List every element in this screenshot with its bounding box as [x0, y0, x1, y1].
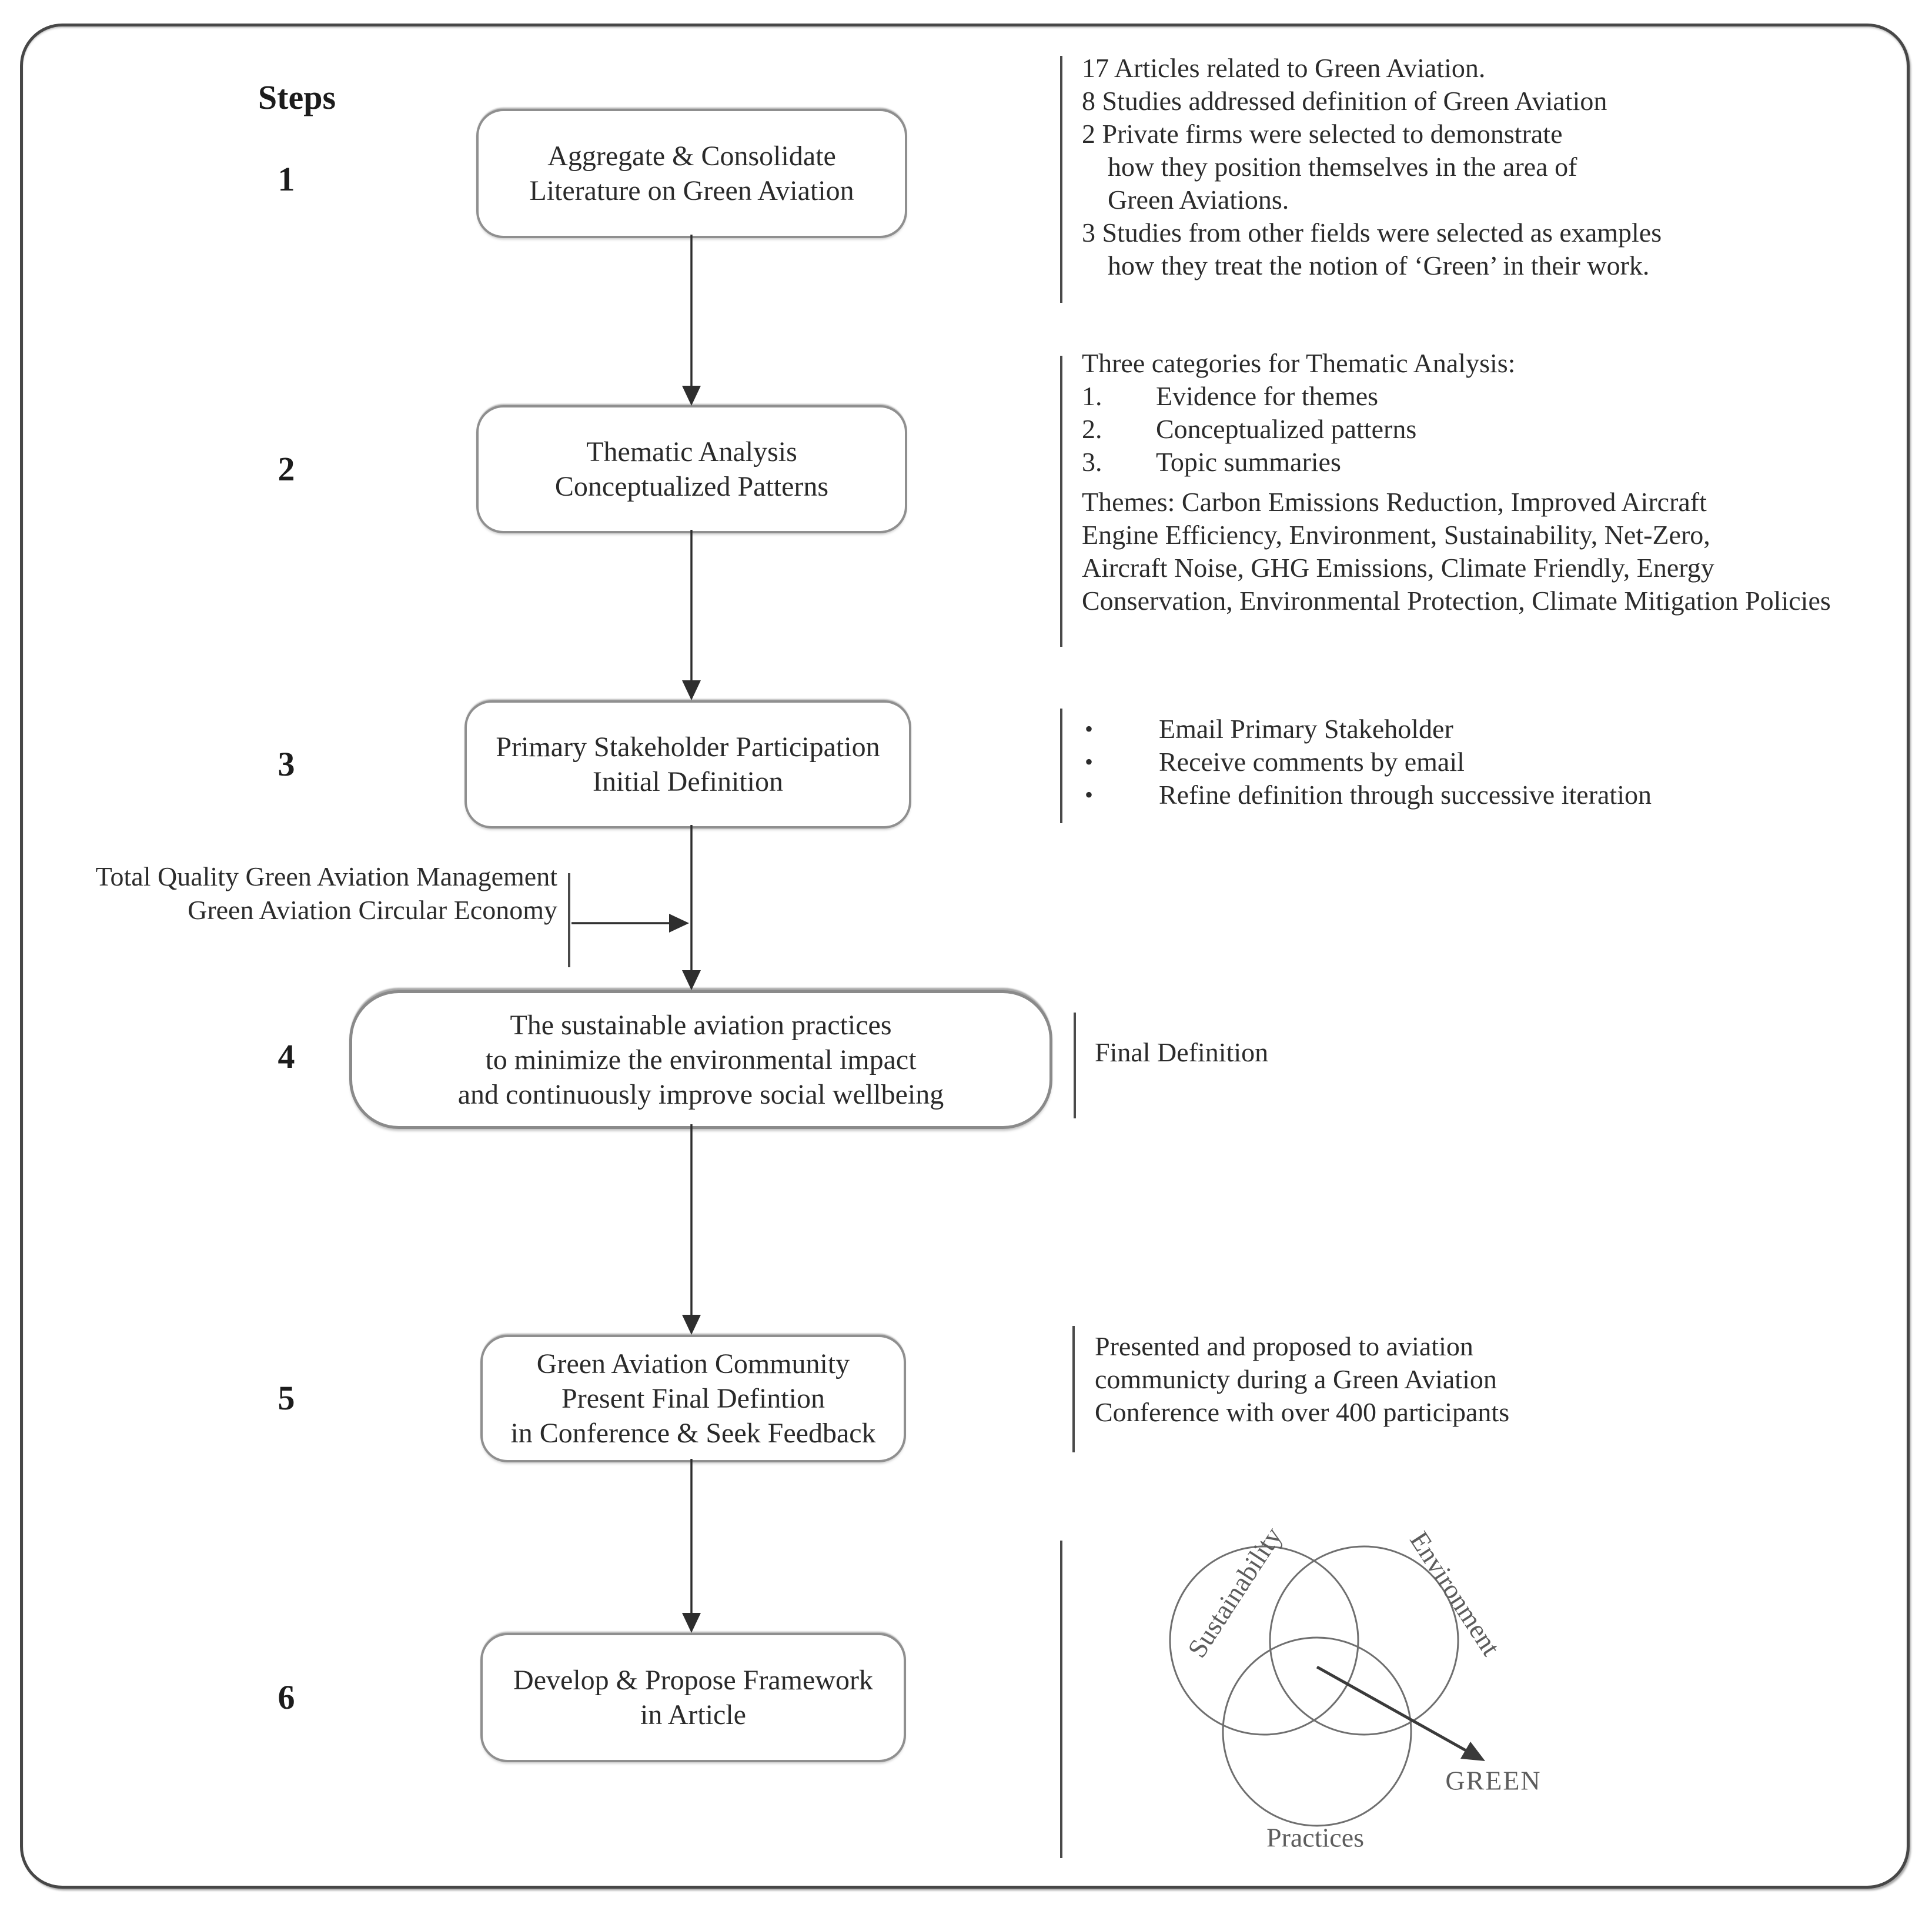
annotation-block-5: Presented and proposed to aviation commu…	[1095, 1330, 1859, 1429]
annotation-5-line: Conference with over 400 participants	[1095, 1397, 1510, 1427]
annotation-1-line: 17 Articles related to Green Aviation.	[1082, 53, 1486, 83]
flow-box-step3: Primary Stakeholder Participation Initia…	[464, 700, 911, 828]
annotation-5-line: communicty during a Green Aviation	[1095, 1364, 1497, 1394]
arrowhead-step4	[682, 970, 701, 990]
figure-border	[20, 24, 1910, 1889]
bullet-text: Refine definition through successive ite…	[1159, 780, 1652, 810]
side-note-line-2: Green Aviation Circular Economy	[188, 895, 557, 925]
side-note-arrowhead	[669, 914, 689, 933]
venn-circle-sustainability	[1169, 1545, 1359, 1736]
thematic-category-item: 2. Conceptualized patterns	[1082, 413, 1932, 446]
venn-circles-layer	[1169, 1545, 1485, 1827]
venn-label-green: GREEN	[1445, 1765, 1542, 1796]
item-text: Conceptualized patterns	[1156, 414, 1417, 444]
step-number-1: 1	[278, 160, 295, 198]
venn-label-practices: Practices	[1266, 1822, 1365, 1853]
item-number: 3.	[1082, 447, 1102, 477]
thematic-analysis-title: Three categories for Thematic Analysis:	[1082, 348, 1516, 378]
steps-header: Steps	[258, 78, 336, 116]
bullet-item: • Receive comments by email	[1085, 746, 1920, 779]
flow-box-step2: Thematic Analysis Conceptualized Pattern…	[476, 405, 907, 533]
arrowhead-step5	[682, 1315, 701, 1335]
arrowhead-step3	[682, 680, 701, 700]
venn-green-arrow	[1316, 1665, 1468, 1753]
side-note-inputs: Total Quality Green Aviation Management …	[34, 860, 557, 927]
item-number: 1.	[1082, 381, 1102, 411]
item-number: 2.	[1082, 414, 1102, 444]
flow-box-step4-final-definition: The sustainable aviation practices to mi…	[349, 990, 1052, 1129]
flow-box-step6: Develop & Propose Framework in Article	[480, 1633, 906, 1762]
step-number-2: 2	[278, 450, 295, 488]
step-number-3: 3	[278, 745, 295, 783]
venn-green-arrowhead	[1460, 1742, 1485, 1761]
annotation-block-2: Three categories for Thematic Analysis: …	[1082, 347, 1932, 617]
bullet-item: • Email Primary Stakeholder	[1085, 713, 1920, 746]
annotation-1-line: how they treat the notion of ‘Green’ in …	[1108, 250, 1650, 280]
annotation-1-line: 3 Studies from other fields were selecte…	[1082, 218, 1662, 248]
thematic-category-item: 3. Topic summaries	[1082, 446, 1932, 479]
thematic-category-item: 1. Evidence for themes	[1082, 380, 1932, 413]
bullet-text: Receive comments by email	[1159, 747, 1465, 777]
arrowhead-step6	[682, 1613, 701, 1633]
annotation-5-line: Presented and proposed to aviation	[1095, 1331, 1473, 1361]
step-number-4: 4	[278, 1037, 295, 1075]
venn-circle-practices	[1222, 1636, 1412, 1827]
annotation-1-line: 8 Studies addressed definition of Green …	[1082, 86, 1607, 116]
bullet-item: • Refine definition through successive i…	[1085, 779, 1920, 811]
annotation-1-line: 2 Private firms were selected to demonst…	[1082, 119, 1563, 149]
item-text: Topic summaries	[1156, 447, 1341, 477]
item-text: Evidence for themes	[1156, 381, 1379, 411]
bullet-glyph: •	[1085, 781, 1094, 808]
annotation-1-line: how they position themselves in the area…	[1108, 152, 1577, 182]
final-definition-label: Final Definition	[1095, 1037, 1269, 1067]
bullet-glyph: •	[1085, 749, 1094, 775]
bullet-glyph: •	[1085, 716, 1094, 742]
side-note-line-1: Total Quality Green Aviation Management	[95, 861, 557, 891]
flow-box-step1: Aggregate & Consolidate Literature on Gr…	[476, 109, 907, 238]
venn-diagram: Sustainability Environment Practices GRE…	[1088, 1505, 1664, 1893]
annotation-block-3: • Email Primary Stakeholder • Receive co…	[1085, 713, 1920, 811]
step-number-6: 6	[278, 1678, 295, 1716]
themes-paragraph: Themes: Carbon Emissions Reduction, Impr…	[1082, 487, 1831, 616]
bullet-text: Email Primary Stakeholder	[1159, 714, 1453, 744]
arrowhead-step2	[682, 386, 701, 406]
flow-box-step5: Green Aviation Community Present Final D…	[480, 1335, 906, 1462]
annotation-block-1: 17 Articles related to Green Aviation. 8…	[1082, 52, 1917, 282]
step-number-5: 5	[278, 1379, 295, 1417]
annotation-1-line: Green Aviations.	[1108, 185, 1289, 215]
venn-circle-environment	[1269, 1545, 1459, 1736]
